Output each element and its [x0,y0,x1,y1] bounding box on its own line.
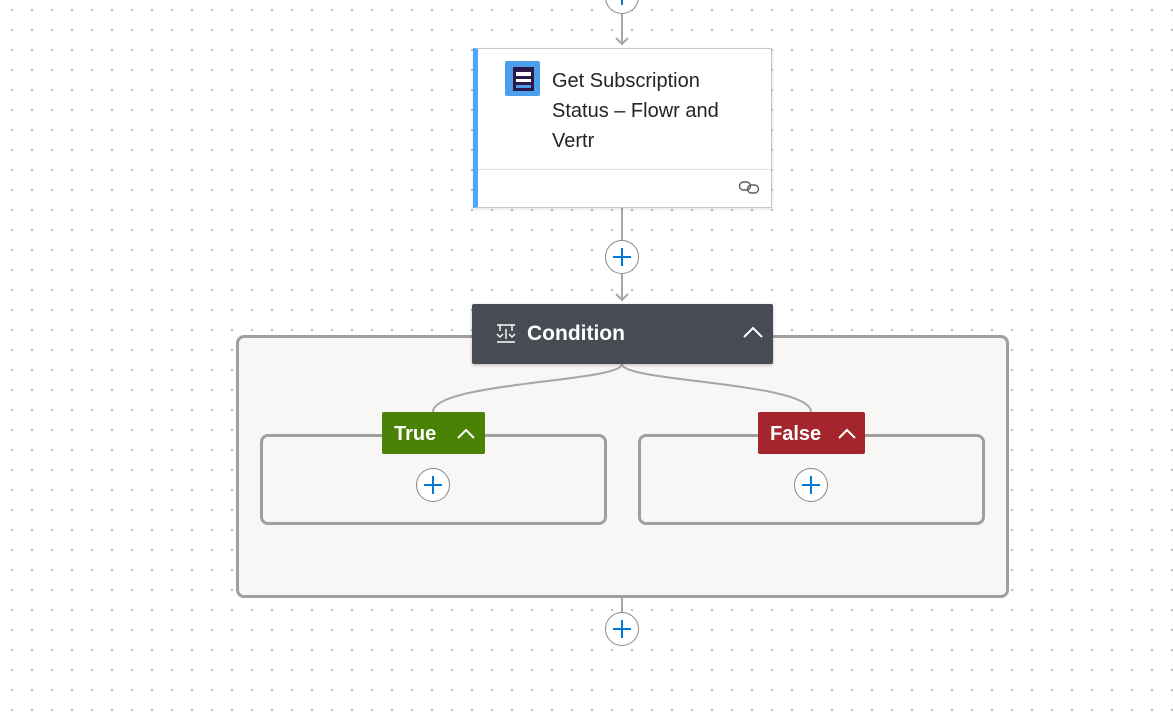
condition-icon [496,324,516,343]
link-icon[interactable] [738,179,760,195]
connector-logo-icon [505,61,540,96]
false-branch-label: False [770,423,822,445]
chevron-up-icon [838,428,856,439]
true-branch-label: True [394,423,437,445]
plus-icon [613,620,631,638]
chevron-up-icon [457,428,475,439]
action-card-get-subscription-status[interactable]: Get Subscription Status – Flowr and Vert… [473,48,772,208]
condition-title: Condition [527,322,625,345]
add-step-button-middle[interactable] [605,240,639,274]
card-divider [478,169,771,170]
condition-header[interactable]: Condition [472,304,773,364]
false-branch-header[interactable]: False [758,412,865,454]
add-step-button-false-branch[interactable] [794,468,828,502]
add-step-button-top[interactable] [605,0,639,14]
plus-icon [802,476,820,494]
plus-icon [621,0,623,5]
add-step-button-bottom[interactable] [605,612,639,646]
plus-icon [613,248,631,266]
true-branch-collapse-button[interactable] [452,419,480,447]
action-title: Get Subscription Status – Flowr and Vert… [552,70,719,152]
false-branch-collapse-button[interactable] [833,419,861,447]
plus-icon [424,476,442,494]
chevron-up-icon [743,326,763,338]
true-branch-header[interactable]: True [382,412,485,454]
add-step-button-true-branch[interactable] [416,468,450,502]
condition-collapse-button[interactable] [739,318,767,346]
